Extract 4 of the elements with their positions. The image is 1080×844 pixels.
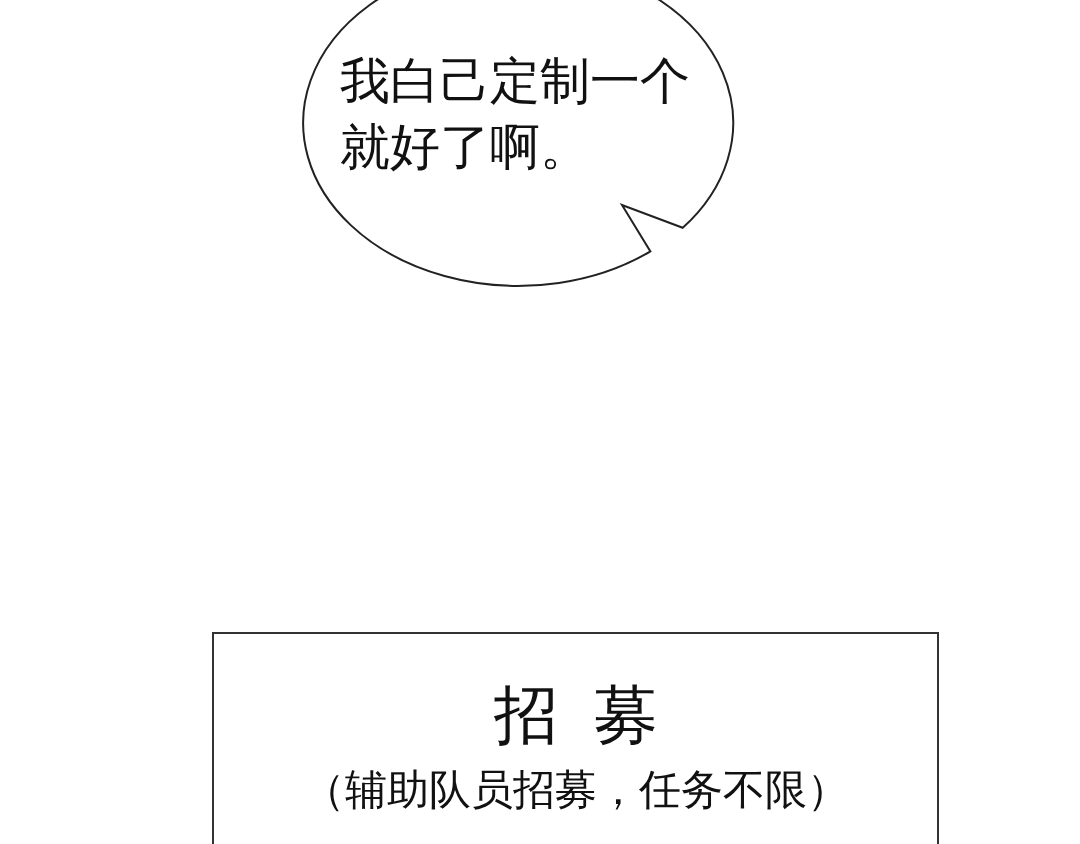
notice-title: 招募 (492, 677, 695, 754)
speech-text: 我白己定制一个就好了啊。 (340, 51, 691, 178)
notice-box (212, 632, 939, 844)
notice-subtitle: （辅助队员招募，任务不限） (301, 764, 850, 816)
